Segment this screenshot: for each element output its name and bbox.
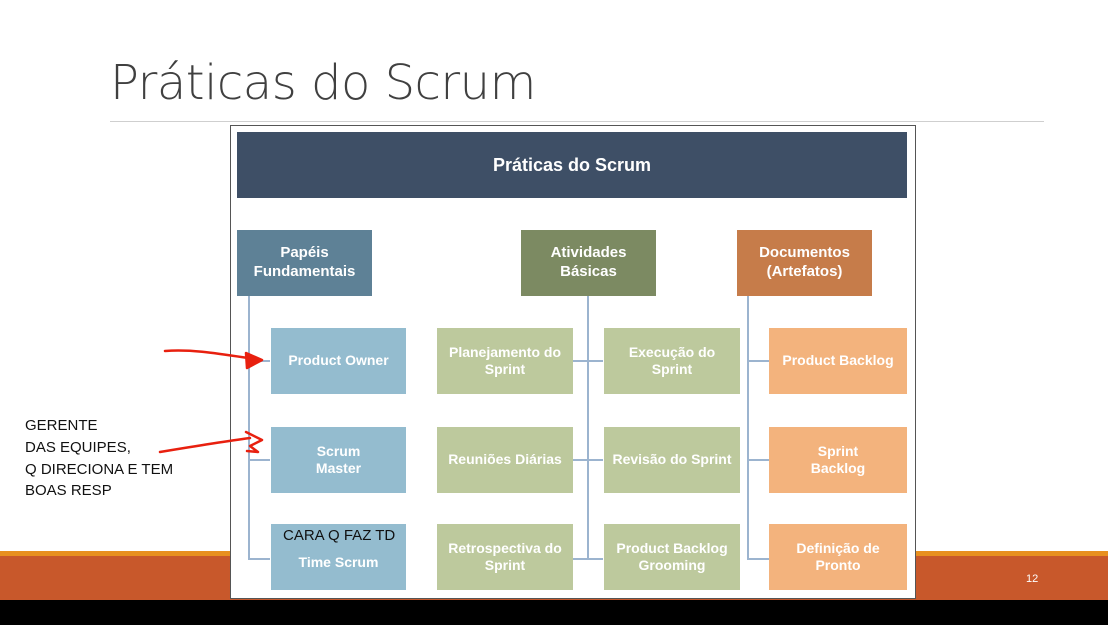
roles-branch-2 bbox=[248, 459, 270, 461]
role-product-owner: Product Owner bbox=[271, 328, 406, 394]
annotation-note-manager: GERENTE DAS EQUIPES, Q DIRECIONA E TEM B… bbox=[25, 417, 174, 500]
activity-sprint-planning: Planejamento do Sprint bbox=[437, 328, 573, 394]
document-definition-of-done: Definição de Pronto bbox=[769, 524, 907, 590]
category-activities: Atividades Básicas bbox=[521, 230, 656, 296]
arrow-to-scrum-master bbox=[158, 430, 264, 454]
activity-daily-meetings: Reuniões Diárias bbox=[437, 427, 573, 493]
scrum-practices-diagram: Práticas do Scrum Papéis Fundamentais At… bbox=[230, 125, 916, 599]
activities-connector bbox=[587, 296, 589, 560]
annotation-note-team: CARA Q FAZ TD bbox=[283, 527, 396, 544]
category-documents: Documentos (Artefatos) bbox=[737, 230, 872, 296]
roles-connector bbox=[248, 296, 250, 560]
arrow-to-product-owner bbox=[163, 349, 264, 370]
activities-branch-2 bbox=[573, 459, 603, 461]
activity-sprint-execution: Execução do Sprint bbox=[604, 328, 740, 394]
activities-branch-1 bbox=[573, 360, 603, 362]
page-number: 12 bbox=[1026, 573, 1039, 585]
category-roles: Papéis Fundamentais bbox=[237, 230, 372, 296]
bottom-bar bbox=[0, 600, 1108, 625]
activity-sprint-retrospective: Retrospectiva do Sprint bbox=[437, 524, 573, 590]
document-sprint-backlog: Sprint Backlog bbox=[769, 427, 907, 493]
title-divider bbox=[110, 121, 1044, 122]
diagram-header: Práticas do Scrum bbox=[237, 132, 907, 198]
activity-sprint-review: Revisão do Sprint bbox=[604, 427, 740, 493]
document-product-backlog: Product Backlog bbox=[769, 328, 907, 394]
activity-backlog-grooming: Product Backlog Grooming bbox=[604, 524, 740, 590]
documents-branch-1 bbox=[747, 360, 769, 362]
documents-connector bbox=[747, 296, 749, 560]
documents-branch-3 bbox=[747, 558, 769, 560]
slide-title: Práticas do Scrum bbox=[110, 55, 536, 111]
role-scrum-master: Scrum Master bbox=[271, 427, 406, 493]
roles-branch-3 bbox=[248, 558, 270, 560]
documents-branch-2 bbox=[747, 459, 769, 461]
role-time-scrum: Time Scrum bbox=[271, 524, 406, 590]
activities-branch-3 bbox=[573, 558, 603, 560]
